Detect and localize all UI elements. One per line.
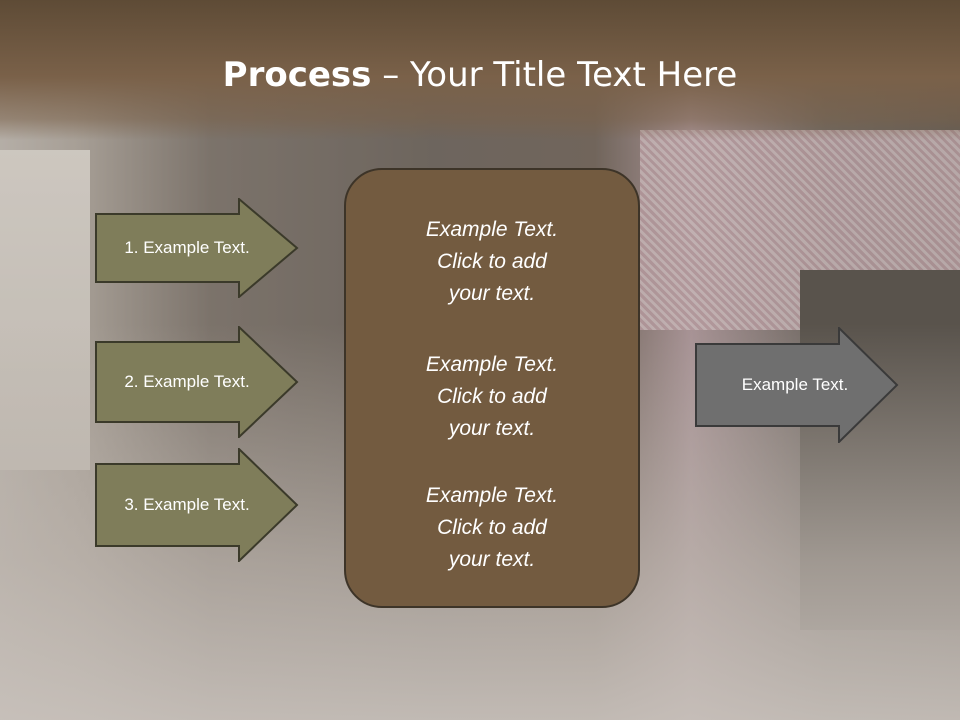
center-text-box[interactable]: Example Text. Click to add your text. Ex… — [344, 168, 640, 608]
step-arrow-2[interactable]: 2. Example Text. — [95, 326, 299, 438]
title-bold: Process — [222, 55, 372, 95]
center-block-1-line-3: your text. — [448, 282, 536, 305]
result-arrow-shape — [695, 327, 899, 443]
center-block-3: Example Text. Click to add your text. — [346, 480, 638, 576]
center-block-2: Example Text. Click to add your text. — [346, 349, 638, 445]
center-block-1-line-2: Click to add — [437, 250, 547, 273]
result-arrow[interactable]: Example Text. — [695, 327, 899, 443]
center-block-2-line-2: Click to add — [437, 385, 547, 408]
step-arrow-3-shape — [95, 448, 299, 562]
step-arrow-1[interactable]: 1. Example Text. — [95, 198, 299, 298]
center-block-1-line-1: Example Text. — [425, 218, 559, 241]
center-block-2-line-3: your text. — [448, 417, 536, 440]
result-arrow-label: Example Text. — [741, 375, 849, 394]
step-arrow-2-label: 2. Example Text. — [124, 372, 250, 391]
slide-title[interactable]: Process – Your Title Text Here — [0, 54, 960, 96]
center-block-3-line-1: Example Text. — [425, 484, 559, 507]
center-block-3-line-3: your text. — [448, 548, 536, 571]
step-arrow-1-shape — [95, 198, 299, 298]
step-arrow-3-label: 3. Example Text. — [124, 495, 250, 514]
title-rest: Your Title Text Here — [410, 55, 738, 95]
step-arrow-2-shape — [95, 326, 299, 438]
title-dash: – — [371, 55, 411, 95]
center-block-2-line-1: Example Text. — [425, 353, 559, 376]
center-block-1: Example Text. Click to add your text. — [346, 214, 638, 310]
step-arrow-1-label: 1. Example Text. — [124, 238, 250, 257]
title-band — [0, 0, 960, 140]
center-block-3-line-2: Click to add — [437, 516, 547, 539]
step-arrow-3[interactable]: 3. Example Text. — [95, 448, 299, 562]
